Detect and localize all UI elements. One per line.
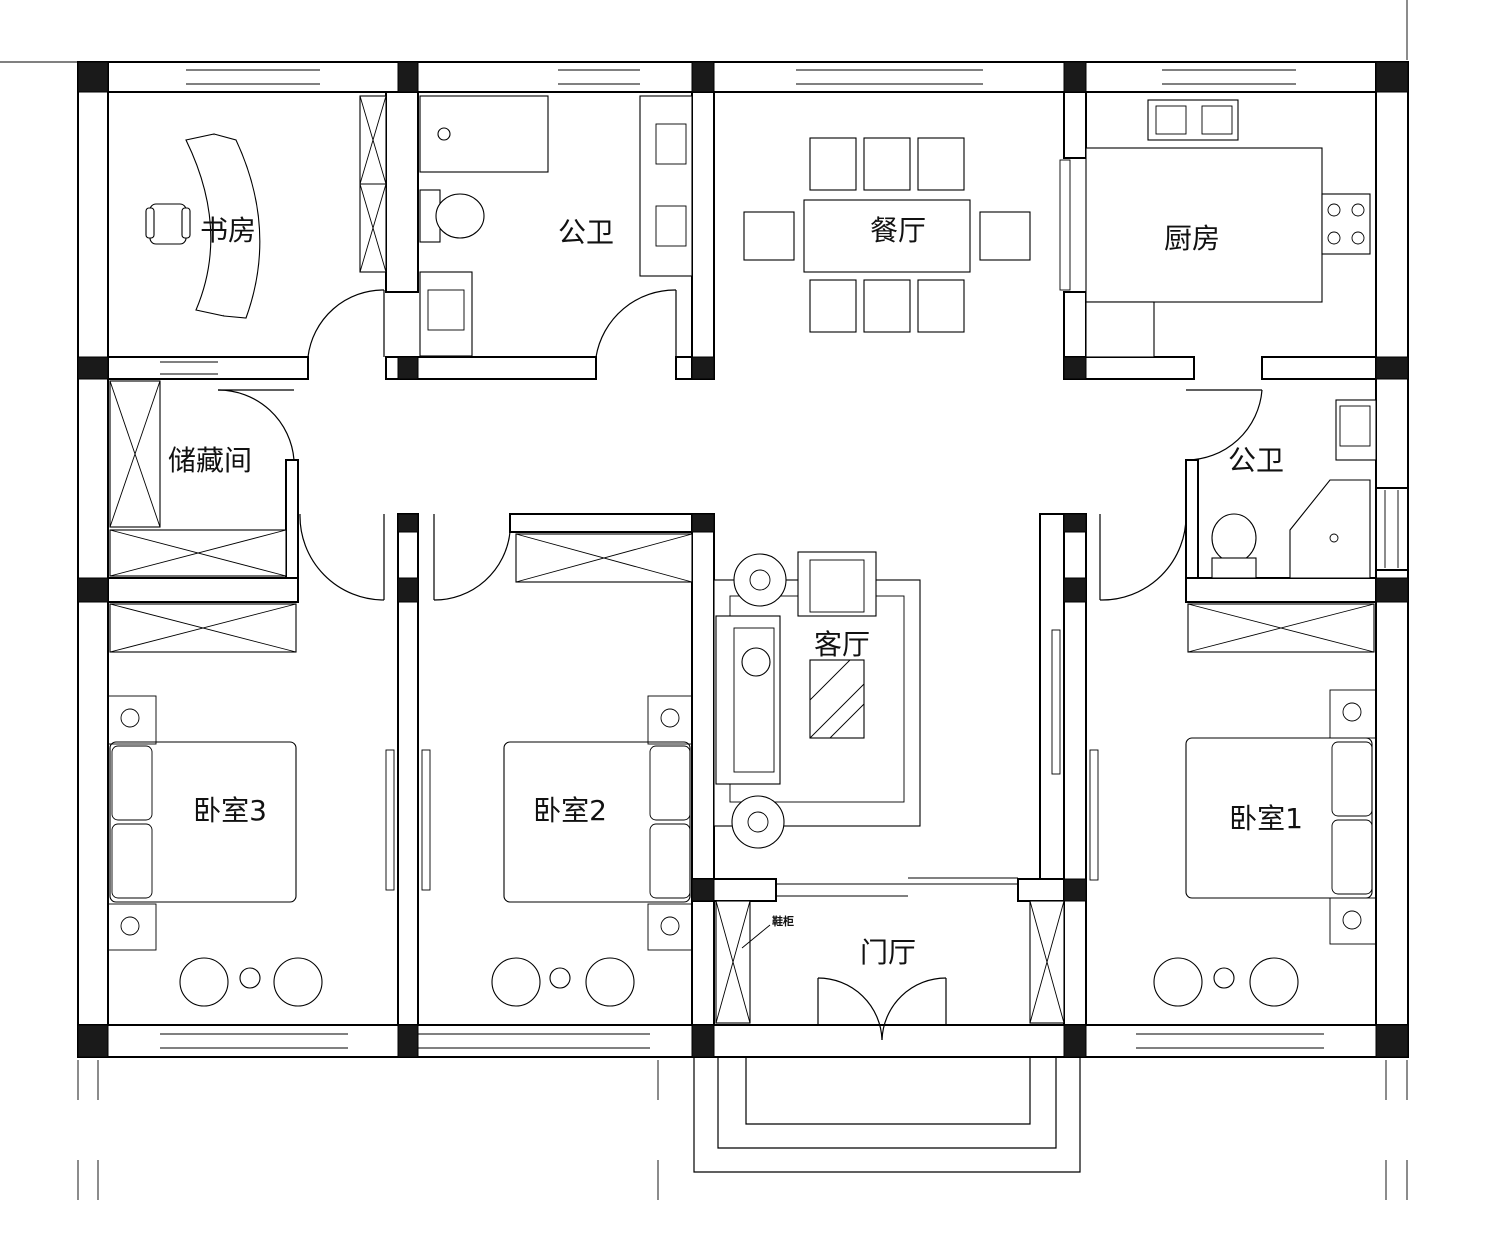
bed-1 [1185, 737, 1373, 899]
label-study: 书房 [200, 214, 256, 247]
label-kitchen: 厨房 [1164, 222, 1220, 255]
interior-walls [107, 91, 1377, 1026]
bathroom-2-fixtures [1211, 399, 1377, 579]
living-room-furniture [713, 551, 921, 849]
sofa [715, 615, 781, 785]
label-bathroom-public-1: 公卫 [558, 216, 614, 249]
sink [1147, 99, 1239, 141]
study-chair [149, 203, 187, 245]
label-bedroom-3: 卧室3 [193, 794, 267, 827]
dining-furniture [743, 137, 1031, 333]
toilet-2 [1211, 513, 1257, 563]
bed-3 [109, 741, 297, 903]
storage-shelves [109, 380, 287, 577]
shower [1289, 479, 1371, 579]
label-foyer: 门厅 [860, 936, 916, 969]
pillars [77, 61, 1409, 1058]
dining-table [803, 199, 971, 273]
label-bedroom-2: 卧室2 [533, 794, 607, 827]
wardrobes [109, 533, 1375, 1024]
kitchen-fixtures [1059, 99, 1371, 358]
label-living: 客厅 [814, 628, 870, 661]
bathroom-1-fixtures [419, 95, 693, 357]
doors [217, 289, 1263, 1041]
entrance-steps [693, 1057, 1081, 1173]
bedroom-1-furniture [1153, 689, 1377, 1007]
bedroom-3-furniture [107, 695, 323, 1007]
toilet [435, 193, 485, 239]
label-storage: 储藏间 [168, 444, 252, 477]
label-bedroom-1: 卧室1 [1229, 802, 1303, 835]
armchair [797, 551, 877, 617]
coffee-table [809, 659, 865, 739]
guide-lines [77, 1060, 1408, 1234]
bedroom-2-furniture [491, 695, 693, 1007]
label-dining: 餐厅 [870, 214, 926, 247]
label-shoe-cabinet: 鞋柜 [772, 914, 794, 928]
washer [419, 271, 473, 357]
study-furniture [145, 95, 387, 319]
kitchen-counter [1085, 147, 1323, 303]
vanity [639, 95, 693, 277]
stove [1321, 193, 1371, 255]
bed-2 [503, 741, 691, 903]
label-bathroom-public-2: 公卫 [1228, 444, 1284, 477]
